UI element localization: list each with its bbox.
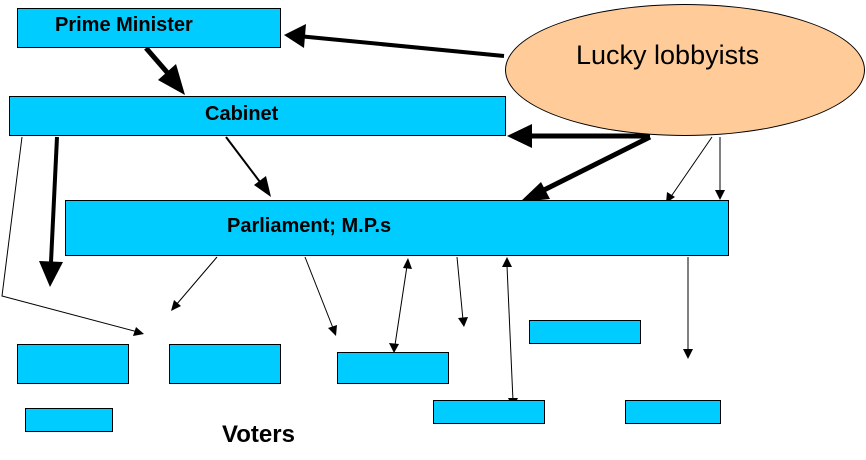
arrow-cabinet-to-voters-thick bbox=[39, 136, 63, 287]
arrow-lobbyists-to-parliament-thin-1 bbox=[666, 136, 713, 203]
arrow-cabinet-to-parliament bbox=[225, 136, 271, 197]
arrow-parliament-voters-two-way-2 bbox=[502, 257, 518, 408]
voter-box bbox=[17, 344, 129, 384]
arrow-lobbyists-to-prime-minister bbox=[284, 24, 505, 58]
parliament-label: Parliament; M.P.s bbox=[227, 215, 392, 237]
lobbyists-ellipse bbox=[505, 4, 865, 136]
voter-box bbox=[169, 344, 281, 384]
prime-minister-label: Prime Minister bbox=[55, 14, 193, 36]
arrow-parliament-to-voters-3 bbox=[456, 256, 468, 327]
arrow-lobbyists-to-parliament-thick bbox=[520, 134, 652, 202]
arrow-lobbyists-to-cabinet bbox=[507, 124, 650, 148]
lobbyists-label: Lucky lobbyists bbox=[576, 40, 760, 70]
arrow-parliament-to-voters-4 bbox=[683, 257, 693, 359]
arrow-prime-minister-to-cabinet bbox=[144, 46, 185, 95]
arrow-parliament-to-voters-2 bbox=[304, 256, 337, 336]
voter-box bbox=[433, 400, 545, 424]
cabinet-box bbox=[9, 96, 506, 136]
cabinet-label: Cabinet bbox=[205, 103, 279, 125]
arrow-lobbyists-to-parliament-thin-2 bbox=[715, 137, 725, 200]
arrow-parliament-voters-two-way-1 bbox=[389, 258, 412, 353]
voter-box bbox=[337, 352, 449, 384]
arrow-cabinet-to-voters-thin bbox=[1, 136, 144, 336]
prime-minister-box bbox=[17, 8, 281, 48]
parliament-box bbox=[65, 200, 729, 256]
voter-box bbox=[625, 400, 721, 424]
voters-label: Voters bbox=[222, 421, 295, 448]
voter-box bbox=[25, 408, 113, 432]
arrow-parliament-to-voters-1 bbox=[171, 256, 218, 311]
voter-box bbox=[529, 320, 641, 344]
